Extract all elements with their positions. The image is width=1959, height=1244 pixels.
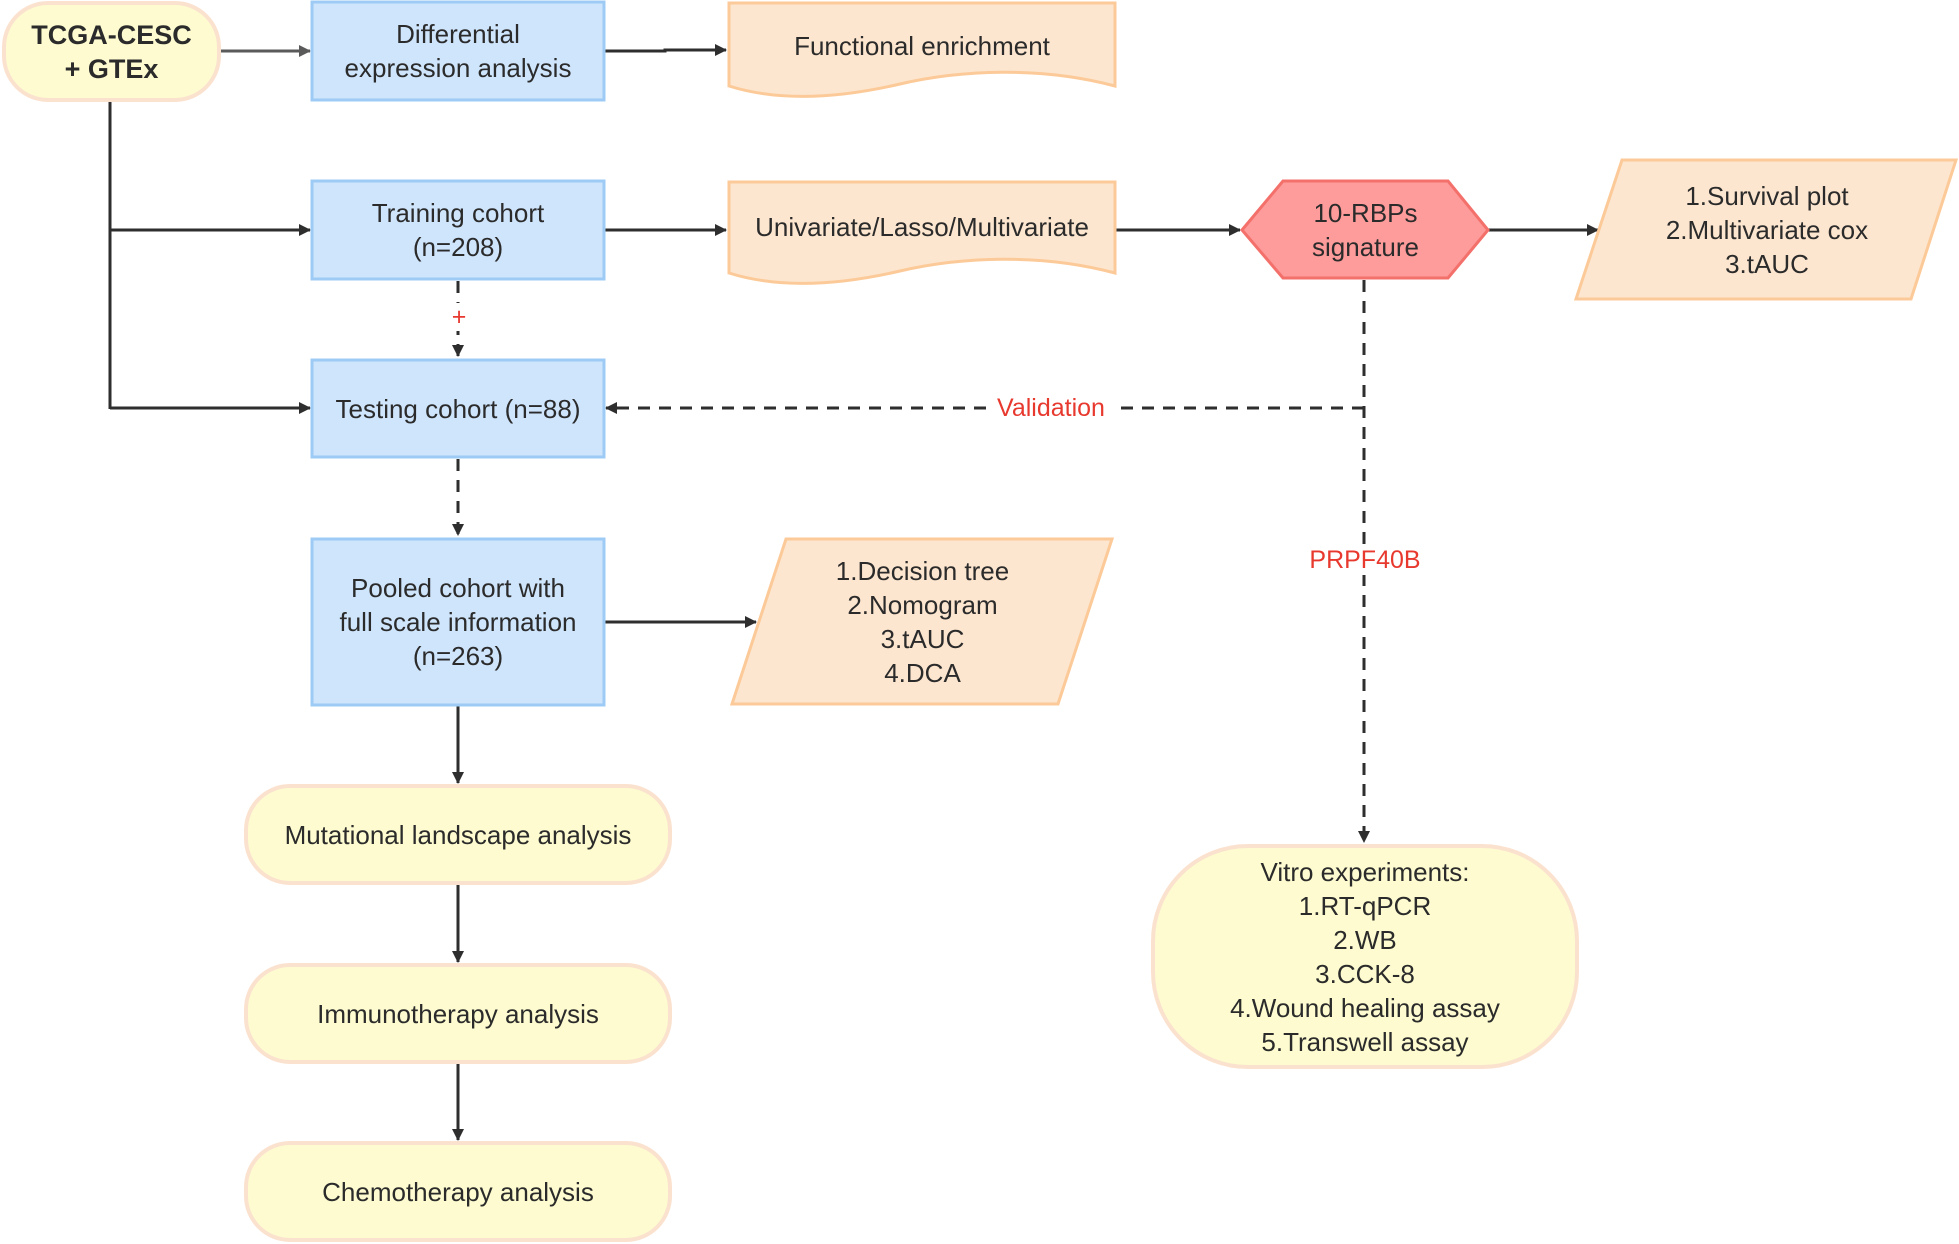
chemotherapy-node[interactable]: [244, 1141, 672, 1242]
testing-label: Testing cohort (n=88): [335, 393, 581, 424]
univariate-label: Univariate/Lasso/Multivariate: [755, 212, 1089, 242]
signature-outputs-label: 1.Survival plot 2.Multivariate cox 3.tAU…: [1665, 180, 1869, 279]
signature-outputs-node[interactable]: [1573, 158, 1959, 301]
source-label: TCGA-CESC + GTEx: [31, 19, 192, 84]
differential-label: Differential expression analysis: [344, 19, 572, 83]
pooled-node[interactable]: [310, 537, 606, 707]
functional-node[interactable]: [727, 1, 1117, 98]
immunotherapy-node[interactable]: [244, 963, 672, 1064]
edge-differential-to-functional: [604, 44, 727, 56]
chemotherapy-label: Chemotherapy analysis: [322, 1176, 594, 1207]
source-node[interactable]: [2, 1, 221, 102]
signature-label: 10-RBPs signature: [1312, 197, 1419, 262]
training-label: Training cohort (n=208): [371, 198, 545, 262]
functional-label: Functional enrichment: [794, 31, 1050, 61]
plus-label: +: [448, 303, 470, 331]
training-node[interactable]: [310, 179, 606, 281]
univariate-node[interactable]: [727, 180, 1117, 285]
differential-node[interactable]: [310, 0, 606, 102]
pooled-outputs-node[interactable]: [729, 537, 1115, 706]
signature-node[interactable]: [1240, 179, 1490, 280]
mutational-node[interactable]: [244, 784, 672, 885]
vitro-label: Vitro experiments: 1.RT-qPCR 2.WB 3.CCK-…: [1230, 856, 1500, 1057]
immunotherapy-label: Immunotherapy analysis: [317, 998, 599, 1029]
vitro-node[interactable]: [1151, 844, 1579, 1069]
testing-node[interactable]: [310, 358, 606, 459]
pooled-outputs-label: 1.Decision tree 2.Nomogram 3.tAUC 4.DCA: [835, 555, 1010, 688]
validation-label: Validation: [988, 393, 1114, 423]
mutational-label: Mutational landscape analysis: [284, 819, 632, 850]
pooled-label: Pooled cohort with full scale informatio…: [339, 573, 577, 671]
prpf40b-label: PRPF40B: [1300, 545, 1430, 575]
